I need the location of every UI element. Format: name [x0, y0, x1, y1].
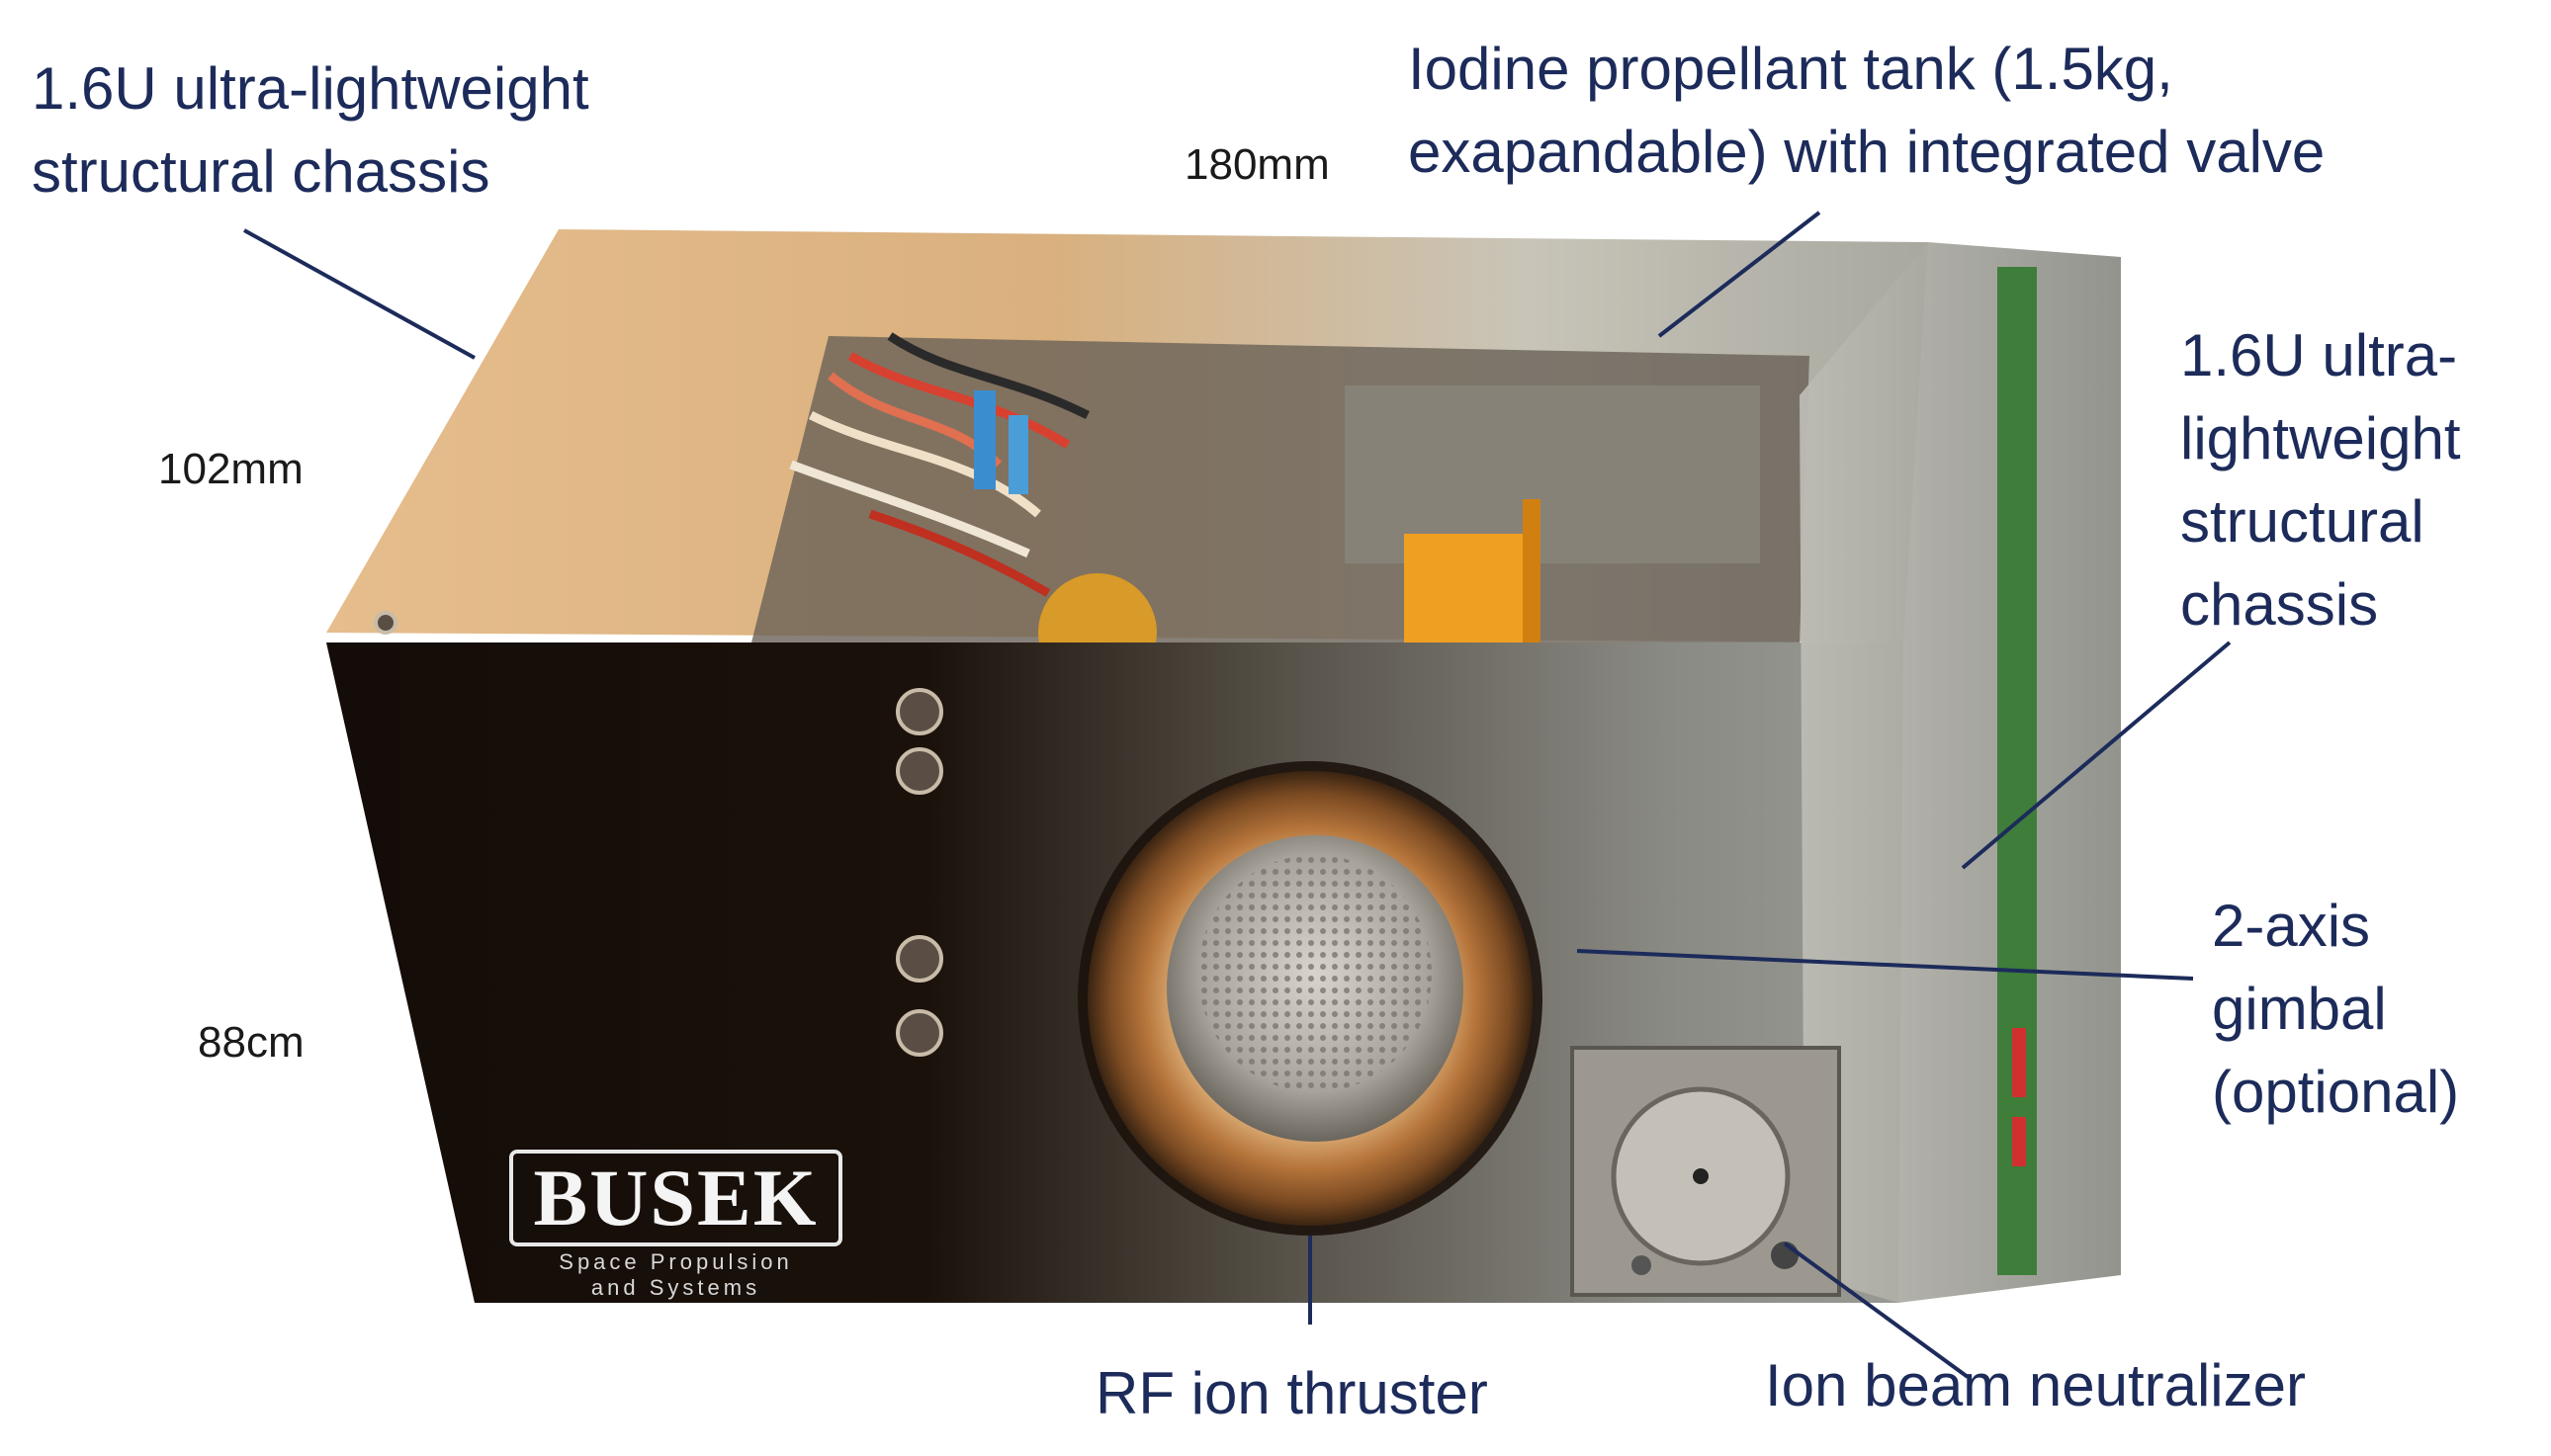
label-propellant-tank-line2: exapandable) with integrated valve — [1408, 119, 2326, 185]
label-chassis-right-line1: 1.6U ultra- — [2180, 322, 2458, 388]
label-chassis-right-line3: structural — [2180, 488, 2424, 555]
label-chassis-top-line1: 1.6U ultra-lightweight — [32, 55, 589, 122]
label-chassis-top: 1.6U ultra-lightweight structural chassi… — [32, 47, 589, 214]
label-rf-ion-thruster: RF ion thruster — [1096, 1360, 1488, 1426]
label-gimbal-line1: 2-axis — [2212, 893, 2371, 959]
dimension-depth: 88cm — [198, 1018, 305, 1067]
label-chassis-right: 1.6U ultra- lightweight structural chass… — [2180, 314, 2461, 646]
label-ion-beam-neutralizer: Ion beam neutralizer — [1765, 1352, 2306, 1418]
label-gimbal: 2-axis gimbal (optional) — [2212, 885, 2459, 1134]
label-propellant-tank: Iodine propellant tank (1.5kg, exapandab… — [1408, 28, 2325, 194]
label-chassis-top-line2: structural chassis — [32, 138, 490, 205]
dimension-height: 102mm — [158, 445, 304, 493]
label-gimbal-line3: (optional) — [2212, 1059, 2460, 1125]
label-propellant-tank-line1: Iodine propellant tank (1.5kg, — [1408, 36, 2173, 102]
busek-logo-wordmark: BUSEK — [533, 1153, 819, 1242]
busek-logo-tagline-line2: and Systems — [590, 1275, 761, 1300]
busek-logo: BUSEK — [509, 1150, 842, 1246]
busek-logo-tagline-line1: Space Propulsion — [559, 1249, 793, 1274]
label-chassis-right-line4: chassis — [2180, 571, 2379, 638]
label-chassis-right-line2: lightweight — [2180, 405, 2461, 471]
dimension-length: 180mm — [1185, 140, 1330, 189]
label-gimbal-line2: gimbal — [2212, 976, 2387, 1042]
